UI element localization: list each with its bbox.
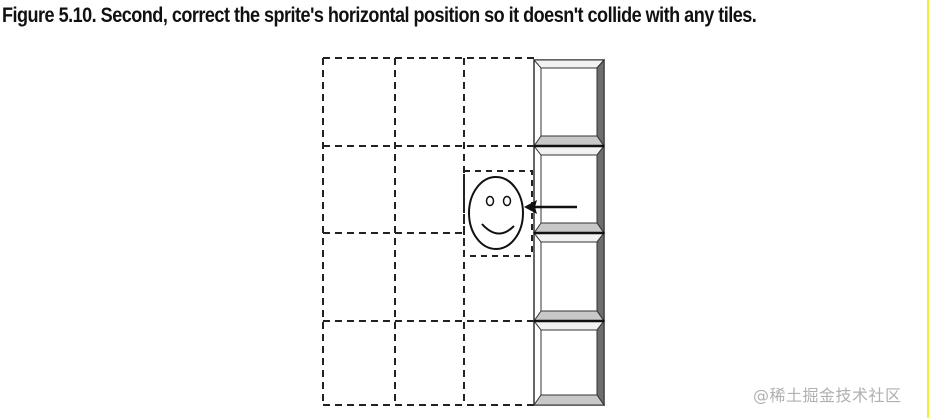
smiley-sprite-icon [468, 176, 524, 250]
tile-block [532, 58, 606, 148]
sprite-bounding-box [463, 170, 533, 257]
tile-block [532, 319, 606, 407]
push-left-arrow-icon [524, 200, 577, 214]
tile-seams [534, 144, 604, 323]
tile-block [532, 231, 606, 323]
tile-block [532, 144, 606, 235]
watermark: @稀土掘金技术社区 [753, 386, 902, 405]
figure-caption: Figure 5.10. Second, correct the sprite'… [2, 4, 757, 27]
solid-tiles-column [532, 58, 606, 407]
dashed-grid [322, 57, 534, 406]
right-edge-border [927, 0, 929, 418]
